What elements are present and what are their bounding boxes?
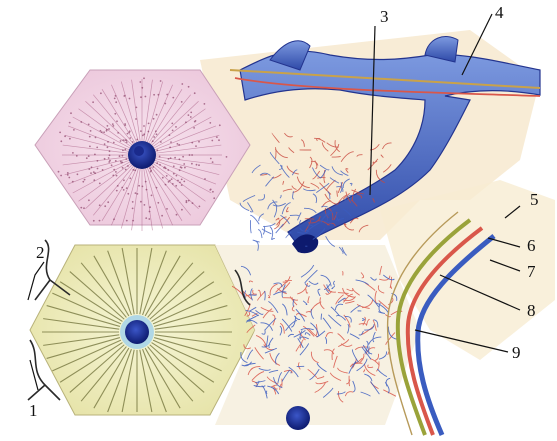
callout-1: 1 xyxy=(29,401,38,420)
callout-5: 5 xyxy=(530,190,539,209)
callout-4: 4 xyxy=(495,3,504,22)
central-vein-lower xyxy=(125,320,149,344)
callout-7: 7 xyxy=(527,262,536,281)
callout-3: 3 xyxy=(380,7,389,26)
callout-6: 6 xyxy=(527,236,536,255)
callout-8: 8 xyxy=(527,301,536,320)
callout-2: 2 xyxy=(36,243,45,262)
callout-9: 9 xyxy=(512,343,521,362)
lobule-yellow xyxy=(30,245,255,415)
